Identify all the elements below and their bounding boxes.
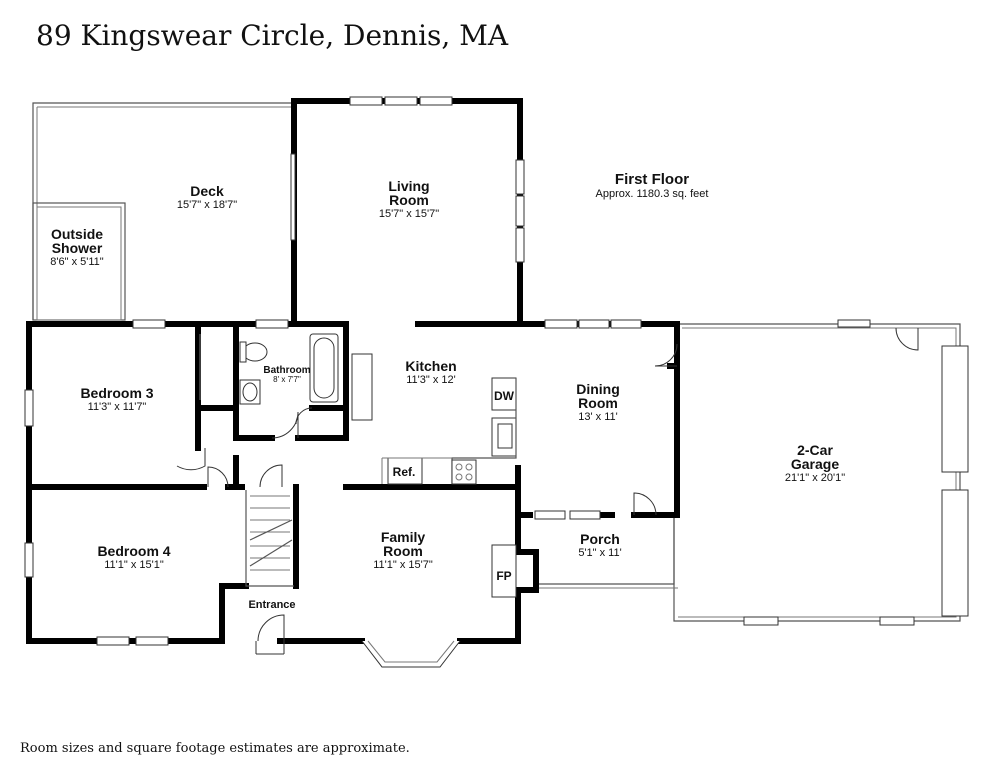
outside-shower-name-1: Outside (51, 226, 103, 242)
bedroom3-dims: 11'3" x 11'7" (88, 401, 147, 413)
family-room-name-1: Family (381, 529, 426, 545)
dishwasher-label: DW (494, 389, 515, 403)
page-title: 89 Kingswear Circle, Dennis, MA (36, 19, 509, 52)
living-room-dims: 15'7" x 15'7" (379, 208, 439, 220)
bathroom-name: Bathroom (263, 365, 310, 376)
porch-name: Porch (580, 531, 620, 547)
porch-outline (534, 516, 678, 589)
bedroom3-name: Bedroom 3 (80, 385, 153, 401)
doors (176, 327, 919, 655)
stairs (245, 490, 294, 587)
deck-dims: 15'7" x 18'7" (177, 199, 237, 211)
garage-name-2: Garage (791, 456, 839, 472)
living-room-name-2: Room (389, 192, 429, 208)
deck-name: Deck (190, 183, 224, 199)
bedroom4-name: Bedroom 4 (97, 543, 170, 559)
living-room-name-1: Living (388, 178, 429, 194)
dining-room-dims: 13' x 11' (578, 411, 617, 423)
fireplace-label: FP (496, 569, 511, 583)
family-room-name-2: Room (383, 543, 423, 559)
garage-name-1: 2-Car (797, 442, 833, 458)
family-room-dims: 11'1" x 15'7" (373, 559, 433, 571)
refrigerator-label: Ref. (393, 465, 416, 479)
bathroom-dims: 8' x 7'7" (273, 375, 301, 384)
footnote: Room sizes and square footage estimates … (20, 741, 410, 756)
dining-room-name-2: Room (578, 395, 618, 411)
porch-dims: 5'1" x 11' (578, 547, 621, 559)
bedroom4-dims: 11'1" x 15'1" (104, 559, 164, 571)
outside-shower-name-2: Shower (52, 240, 103, 256)
dining-room-name-1: Dining (576, 381, 620, 397)
floor-name: First Floor (615, 171, 689, 188)
entrance-name: Entrance (248, 599, 295, 611)
windows (24, 96, 969, 646)
garage-dims: 21'1" x 20'1" (785, 472, 845, 484)
floor-area: Approx. 1180.3 sq. feet (596, 188, 709, 200)
kitchen-fixtures (351, 353, 517, 485)
kitchen-name: Kitchen (405, 358, 456, 374)
deck-outline (32, 102, 292, 321)
bay-window (361, 640, 461, 668)
fireplace-fixture (491, 544, 517, 598)
kitchen-dims: 11'3" x 12' (406, 374, 456, 386)
bathroom-fixtures (199, 333, 339, 405)
outside-shower-dims: 8'6" x 5'11" (50, 256, 103, 268)
